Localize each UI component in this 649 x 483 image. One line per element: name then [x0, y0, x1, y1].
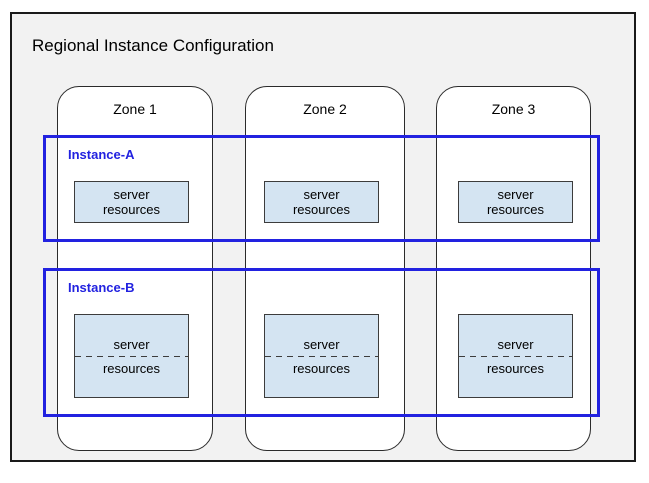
region-title: Regional Instance Configuration: [32, 36, 274, 55]
server-box-line1: server: [497, 336, 534, 352]
instance-a-server-resources-zone-3: server resources: [458, 181, 573, 223]
zone-1-label: Zone 1: [113, 101, 157, 117]
instance-b-boundary: Instance-B: [43, 268, 600, 417]
instance-b-server-resources-zone-2: server resources: [264, 314, 379, 398]
dashed-split-line: [459, 355, 572, 357]
dashed-split-line: [75, 355, 188, 357]
instance-a-server-resources-zone-1: server resources: [74, 181, 189, 223]
server-box-line2: resources: [486, 360, 545, 376]
dashed-split-line: [265, 355, 378, 357]
instance-b-label: Instance-B: [68, 280, 135, 295]
server-box-line2: resources: [486, 202, 545, 217]
instance-b-server-resources-zone-1: server resources: [74, 314, 189, 398]
server-box-line1: server: [303, 187, 340, 202]
instance-a-server-resources-zone-2: server resources: [264, 181, 379, 223]
server-box-line2: resources: [102, 202, 161, 217]
instance-a-label: Instance-A: [68, 147, 135, 162]
region-container: Regional Instance Configuration Zone 1 Z…: [10, 12, 636, 462]
instance-b-server-resources-zone-3: server resources: [458, 314, 573, 398]
zone-2-label: Zone 2: [303, 101, 347, 117]
server-box-line1: server: [497, 187, 534, 202]
zone-3-label: Zone 3: [491, 101, 536, 117]
server-box-line2: resources: [292, 360, 351, 376]
instance-a-boundary: Instance-A: [43, 135, 600, 242]
server-box-line1: server: [113, 187, 150, 202]
server-box-line1: server: [303, 336, 340, 352]
server-box-line2: resources: [292, 202, 351, 217]
server-box-line1: server: [113, 336, 150, 352]
server-box-line2: resources: [102, 360, 161, 376]
